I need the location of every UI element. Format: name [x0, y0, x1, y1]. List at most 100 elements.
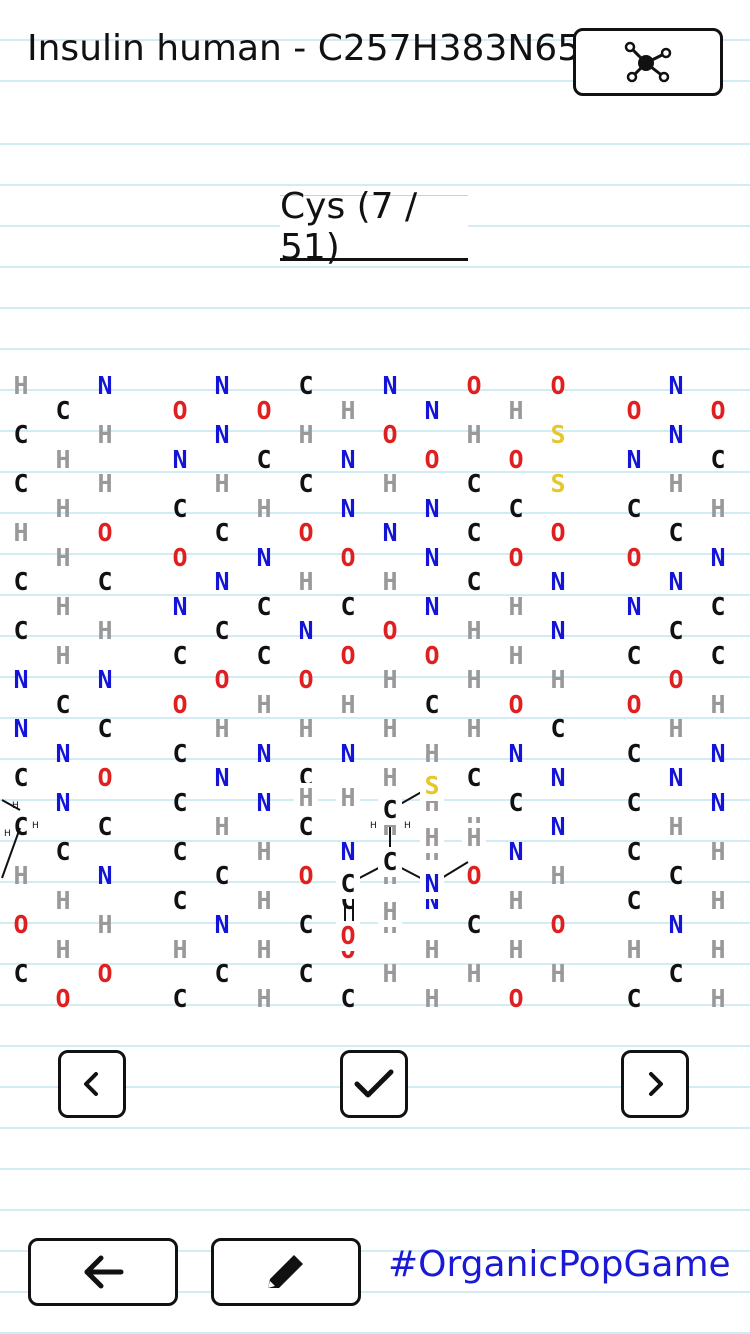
hashtag-link[interactable]: #OrganicPopGame	[388, 1244, 731, 1285]
atom-tile[interactable]: H	[298, 714, 314, 743]
atom-tile[interactable]: N	[550, 763, 566, 792]
atom-tile[interactable]: N	[340, 837, 356, 866]
atom-tile[interactable]: H	[256, 494, 272, 523]
atom-tile[interactable]: N	[668, 763, 684, 792]
edit-button[interactable]	[211, 1238, 361, 1306]
atom-tile[interactable]: C	[172, 494, 188, 523]
atom-tile[interactable]: C	[214, 861, 230, 890]
atom-tile[interactable]: N	[256, 788, 272, 817]
atom-tile[interactable]: C	[298, 469, 314, 498]
atom-tile[interactable]: C	[710, 445, 726, 474]
atom-tile[interactable]: N	[508, 739, 524, 768]
atom-tile[interactable]: O	[382, 420, 398, 449]
atom-tile[interactable]: H	[668, 469, 684, 498]
atom-tile[interactable]: O	[626, 543, 642, 572]
atom-tile[interactable]: O	[298, 665, 314, 694]
atom-tile[interactable]: N	[668, 567, 684, 596]
atom-tile[interactable]: C	[626, 788, 642, 817]
atom-tile[interactable]: C	[508, 788, 524, 817]
confirm-button[interactable]	[340, 1050, 408, 1118]
atom-tile[interactable]: C	[466, 763, 482, 792]
atom-tile[interactable]: O	[172, 690, 188, 719]
atom-tile[interactable]: H	[626, 935, 642, 964]
atom-tile[interactable]: C	[466, 567, 482, 596]
atom-tile[interactable]: C	[97, 812, 113, 841]
atom-tile[interactable]: C	[626, 641, 642, 670]
atom-tile[interactable]: C	[172, 641, 188, 670]
atom-tile[interactable]: H	[424, 739, 440, 768]
atom-tile[interactable]: C	[298, 910, 314, 939]
atom-tile[interactable]: H	[508, 935, 524, 964]
atom-tile[interactable]: H	[508, 641, 524, 670]
atom-tile[interactable]: H	[466, 959, 482, 988]
atom-tile[interactable]: H	[710, 690, 726, 719]
atom-tile[interactable]: O	[340, 543, 356, 572]
atom-tile[interactable]: N	[55, 739, 71, 768]
atom-tile[interactable]: O	[508, 445, 524, 474]
atom-tile[interactable]: H	[13, 861, 29, 890]
atom-tile[interactable]: C	[668, 616, 684, 645]
atom-tile[interactable]: N	[256, 543, 272, 572]
back-button[interactable]	[28, 1238, 178, 1306]
atom-tile[interactable]: C	[340, 592, 356, 621]
atom-tile[interactable]: O	[710, 396, 726, 425]
atom-tile[interactable]: N	[626, 592, 642, 621]
atom-tile[interactable]: N	[214, 420, 230, 449]
atom-tile[interactable]: N	[668, 420, 684, 449]
atom-tile[interactable]: H	[668, 714, 684, 743]
atom-tile[interactable]: C	[668, 518, 684, 547]
atom-tile[interactable]: H	[97, 616, 113, 645]
atom-tile[interactable]: H	[55, 445, 71, 474]
atom-tile[interactable]: H	[382, 469, 398, 498]
atom-tile[interactable]: O	[214, 665, 230, 694]
atom-tile[interactable]: N	[382, 371, 398, 400]
atom-tile[interactable]: H	[256, 984, 272, 1013]
atom-tile[interactable]: C	[466, 469, 482, 498]
atom-tile[interactable]: C	[668, 861, 684, 890]
atom-tile[interactable]: H	[340, 690, 356, 719]
atom-tile[interactable]: C	[13, 469, 29, 498]
atom-tile[interactable]: O	[668, 665, 684, 694]
atom-tile[interactable]: O	[550, 910, 566, 939]
atom-tile[interactable]: O	[256, 396, 272, 425]
atom-tile[interactable]: C	[256, 592, 272, 621]
next-residue-button[interactable]	[621, 1050, 689, 1118]
atom-tile[interactable]: O	[466, 861, 482, 890]
atom-tile[interactable]: H	[256, 935, 272, 964]
atom-tile[interactable]: C	[298, 959, 314, 988]
atom-tile[interactable]: H	[298, 420, 314, 449]
atom-tile[interactable]: C	[626, 984, 642, 1013]
atom-tile[interactable]: H	[710, 837, 726, 866]
atom-tile[interactable]: H	[97, 420, 113, 449]
atom-tile[interactable]: H	[55, 935, 71, 964]
atom-tile[interactable]: O	[298, 861, 314, 890]
atom-tile[interactable]: H	[13, 518, 29, 547]
atom-tile[interactable]: C	[710, 592, 726, 621]
previous-residue-button[interactable]	[58, 1050, 126, 1118]
atom-tile[interactable]: H	[710, 984, 726, 1013]
atom-tile[interactable]: N	[508, 837, 524, 866]
atom-tile[interactable]: O	[508, 543, 524, 572]
atom-tile[interactable]: C	[13, 959, 29, 988]
atom-tile[interactable]: H	[382, 665, 398, 694]
atom-tile[interactable]: C	[13, 616, 29, 645]
atom-tile[interactable]: N	[340, 445, 356, 474]
atom-tile[interactable]: H	[256, 837, 272, 866]
atom-tile[interactable]: C	[13, 763, 29, 792]
atom-tile[interactable]: N	[55, 788, 71, 817]
atom-tile[interactable]: H	[550, 665, 566, 694]
atom-tile[interactable]: H	[97, 469, 113, 498]
atom-tile[interactable]: C	[55, 690, 71, 719]
atom-tile[interactable]: H	[256, 886, 272, 915]
atom-tile[interactable]: H	[466, 714, 482, 743]
atom-tile[interactable]: C	[256, 445, 272, 474]
atom-tile[interactable]: O	[424, 641, 440, 670]
atom-tile[interactable]: N	[97, 861, 113, 890]
atom-tile[interactable]: N	[710, 543, 726, 572]
atom-tile[interactable]: H	[13, 371, 29, 400]
atom-tile[interactable]: C	[214, 616, 230, 645]
atom-tile[interactable]: N	[172, 445, 188, 474]
atom-tile[interactable]: H	[710, 494, 726, 523]
atom-tile[interactable]: H	[710, 935, 726, 964]
atom-tile[interactable]: C	[13, 567, 29, 596]
